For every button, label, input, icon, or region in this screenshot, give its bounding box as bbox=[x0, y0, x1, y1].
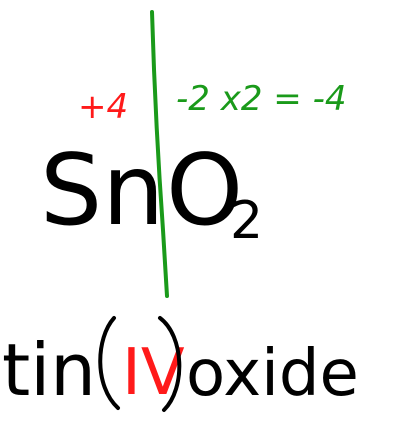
green-divider-line bbox=[150, 10, 169, 298]
formula-subscript: 2 bbox=[230, 191, 263, 251]
formula-element-two: O bbox=[166, 134, 243, 248]
oxygen-charge-calc: -2 x2 = -4 bbox=[176, 79, 346, 119]
left-paren bbox=[98, 316, 120, 410]
right-paren bbox=[158, 316, 182, 412]
oxidation-state-label: +4 bbox=[78, 87, 128, 127]
formula-element-one: Sn bbox=[40, 134, 164, 248]
name-suffix: oxide bbox=[186, 337, 359, 411]
name-prefix: tin bbox=[2, 328, 96, 412]
